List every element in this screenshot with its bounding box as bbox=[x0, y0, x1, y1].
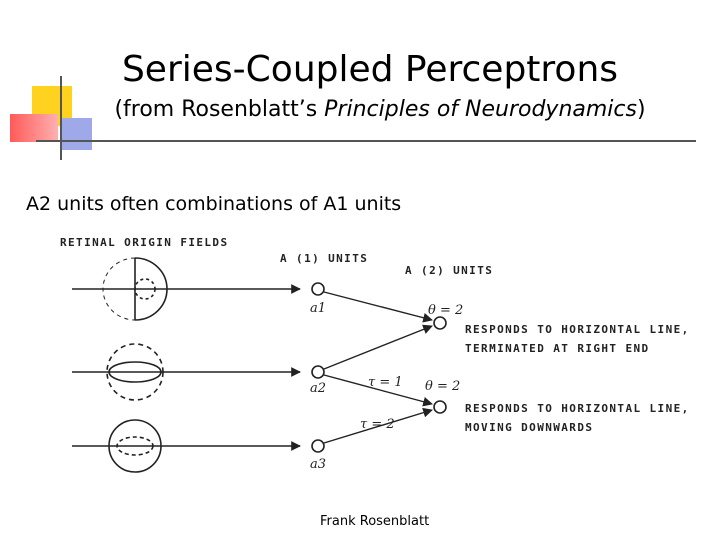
deco-vertical-rule bbox=[60, 76, 62, 160]
response-top-line-1: RESPONDS TO HORIZONTAL LINE, bbox=[465, 323, 690, 336]
response-top-line-2: TERMINATED AT RIGHT END bbox=[465, 342, 650, 355]
slide-title: Series-Coupled Perceptrons bbox=[121, 49, 619, 90]
a1-units-label: A (1) UNITS bbox=[280, 252, 368, 265]
a2-node-1 bbox=[433, 316, 447, 330]
retinal-origin-label: RETINAL ORIGIN FIELDS bbox=[60, 236, 228, 249]
theta-bottom: θ = 2 bbox=[425, 379, 460, 394]
theta-top: θ = 2 bbox=[428, 303, 463, 318]
conn-a1-1-to-a2-1 bbox=[323, 291, 433, 323]
retinal-field-3 bbox=[72, 419, 301, 473]
a2-units-label: A (2) UNITS bbox=[405, 264, 493, 277]
a2-node-2 bbox=[433, 400, 447, 414]
a1-node-2 bbox=[311, 365, 325, 379]
title-rule bbox=[36, 140, 696, 142]
a1-node-label-1: a1 bbox=[310, 301, 326, 316]
tau-1-label: τ = 1 bbox=[368, 375, 403, 390]
a1-node-label-3: a3 bbox=[310, 457, 326, 472]
a1-node-3 bbox=[311, 439, 325, 453]
slide-subtitle: (from Rosenblatt’s Principles of Neurody… bbox=[60, 96, 700, 124]
deco-red-bar bbox=[10, 114, 58, 142]
tau-2-label: τ = 2 bbox=[360, 417, 395, 432]
response-bottom-line-2: MOVING DOWNWARDS bbox=[465, 421, 593, 434]
retinal-field-1 bbox=[72, 257, 301, 321]
subtitle-suffix: ) bbox=[636, 97, 646, 122]
deco-blue-square bbox=[60, 118, 92, 150]
conn-a1-2-to-a2-2 bbox=[323, 374, 433, 407]
response-bottom-line-1: RESPONDS TO HORIZONTAL LINE, bbox=[465, 402, 690, 415]
conn-a1-2-to-a2-1 bbox=[323, 324, 433, 370]
conn-a1-3-to-a2-2 bbox=[323, 407, 433, 444]
a1-node-1 bbox=[311, 282, 325, 296]
retinal-field-2 bbox=[72, 343, 301, 401]
bullet-text: A2 units often combinations of A1 units bbox=[26, 193, 402, 215]
subtitle-book-title: Principles of Neurodynamics bbox=[324, 97, 637, 122]
a1-node-label-2: a2 bbox=[310, 381, 326, 396]
footer-author: Frank Rosenblatt bbox=[320, 514, 430, 529]
subtitle-prefix: (from Rosenblatt’s bbox=[114, 97, 325, 122]
